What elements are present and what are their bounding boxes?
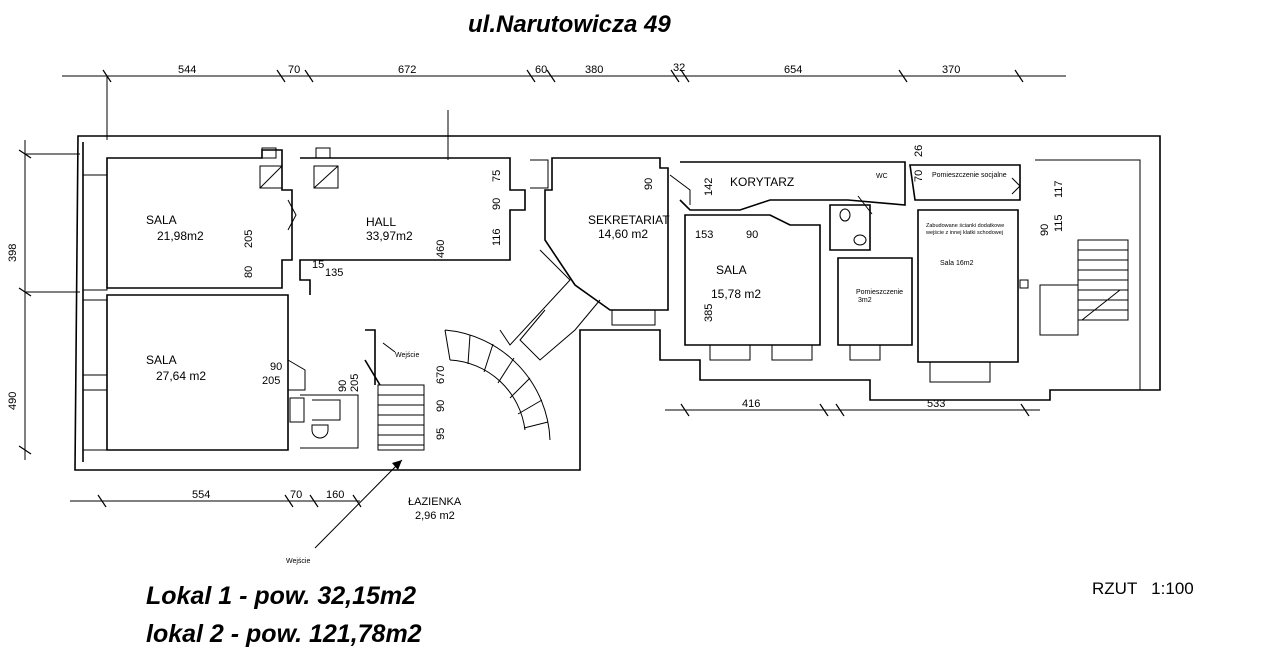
note-zabudowane-1: Zabudowane ścianki dodatkowe [926,223,1004,229]
note-wejscie-inner: Wejście [395,352,419,359]
inner-dim-1: 205 [243,230,255,248]
room-sala-1-area: 21,98m2 [157,229,204,243]
inner-dim-8: 116 [491,228,503,246]
corridor [669,161,906,211]
room-sala-2 [106,294,306,451]
building-outline [74,135,1161,471]
room-pomieszczenie-3m2 [837,257,913,361]
top-dim-2: 70 [288,64,300,76]
left-dim-2: 490 [7,392,19,410]
room-wc-name: WC [876,173,888,180]
room-sekretariat-area: 14,60 m2 [598,227,648,241]
bottom-dim-3: 160 [326,489,344,501]
inner-dim-3: 135 [325,267,343,279]
room-sala-2-area: 27,64 m2 [156,369,206,383]
inner-dim-9: 90 [643,178,655,190]
room-lazienka-area: 2,96 m2 [415,510,455,522]
top-dim-5: 380 [585,64,603,76]
inner-dimensions: 205 80 135 15 460 75 90 116 90 142 153 9… [243,145,1065,440]
inner-dim-4: 15 [312,259,324,271]
room-sala-3-area: 15,78 m2 [711,287,761,301]
inner-dim-16: 117 [1053,180,1065,198]
inner-dim-24: 90 [435,400,447,412]
inner-dim-10: 142 [703,178,715,196]
inner-dim-19: 90 [270,361,282,373]
lokal-1-line: Lokal 1 - pow. 32,15m2 [146,582,416,610]
inner-dim-23: 670 [435,366,447,384]
room-sala-2-name: SALA [146,353,177,367]
room-hall-name: HALL [366,215,396,229]
room-hall-area: 33,97m2 [366,229,413,243]
left-dim-1: 398 [7,244,19,262]
inner-dim-17: 115 [1053,214,1065,232]
inner-dim-2: 80 [243,266,255,278]
room-hall [259,147,526,295]
top-dim-7: 654 [784,64,802,76]
bottom-right-dimension-line [665,403,1040,417]
inner-dim-11: 153 [695,229,713,241]
inner-dim-15: 70 [913,170,925,182]
room-sala-3-name: SALA [716,263,747,277]
note-wejscie-outer: Wejście [286,558,310,565]
room-sekretariat [519,157,669,361]
inner-dim-6: 75 [491,170,503,182]
lokal-2-line: lokal 2 - pow. 121,78m2 [146,620,422,648]
top-dim-6: 32 [673,62,685,74]
inner-dim-25: 95 [435,428,447,440]
top-dimension-line [62,69,1066,160]
top-dim-8: 370 [942,64,960,76]
note-zabudowane-2: wejście z innej klatki schodowej [925,230,1003,236]
right-bottom-dim-2: 533 [927,398,945,410]
corridor-name: KORYTARZ [730,175,794,189]
room-pom3-name: Pomieszczenie [856,289,903,296]
room-pom3-area: 3m2 [858,297,872,304]
room-sekretariat-name: SEKRETARIAT [588,213,670,227]
bottom-dim-1: 554 [192,489,210,501]
right-staircase [1035,159,1141,390]
scale-label: RZUT 1:100 [1092,579,1194,598]
inner-dim-20: 205 [262,375,280,387]
central-staircase [289,249,571,451]
plan-title: ul.Narutowicza 49 [468,11,671,38]
inner-dim-14: 26 [913,145,925,157]
inner-dim-5: 460 [435,240,447,258]
room-sala-1-name: SALA [146,213,177,227]
bottom-dim-2: 70 [290,489,302,501]
room-socjalne [909,164,1021,201]
room-sala16-name: Sala 16m2 [940,260,974,267]
room-sala-16 [917,209,1029,383]
top-dim-1: 544 [178,64,196,76]
room-lazienka-name: ŁAZIENKA [408,496,462,508]
room-wc [829,195,873,251]
inner-dim-18: 90 [1039,224,1051,236]
inner-dim-21: 90 [337,380,349,392]
room-socjalne-name: Pomieszczenie socjalne [932,172,1007,179]
left-dimension-line [18,140,80,460]
room-sala-3 [684,214,821,361]
bottom-dimension-line [70,494,362,508]
inner-dim-12: 90 [746,229,758,241]
room-sala-1 [106,147,293,289]
inner-dim-13: 385 [703,304,715,322]
inner-dim-22: 205 [349,374,361,392]
top-dim-4: 60 [535,64,547,76]
inner-dim-7: 90 [491,198,503,210]
top-dim-3: 672 [398,64,416,76]
right-bottom-dim-1: 416 [742,398,760,410]
